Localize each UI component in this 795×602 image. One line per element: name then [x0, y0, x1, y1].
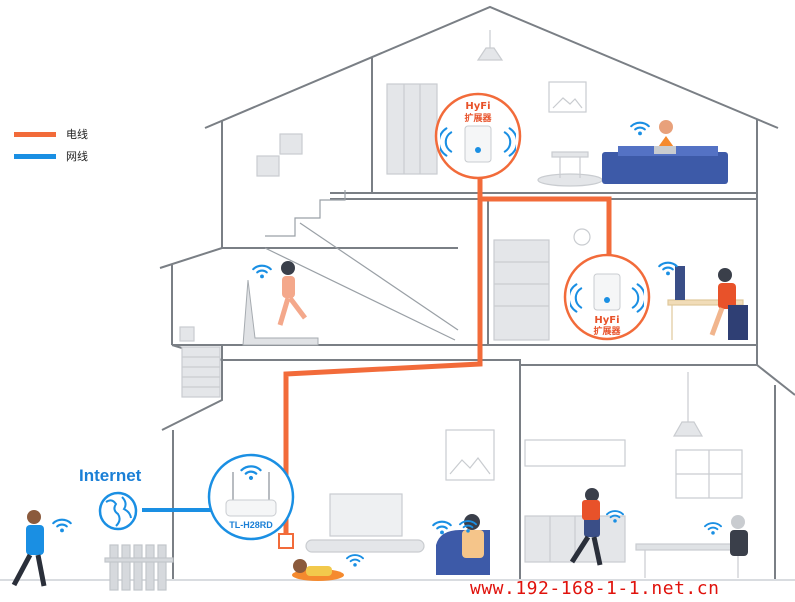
- internet-label: Internet: [79, 466, 141, 486]
- wifi-icon: [253, 266, 271, 279]
- legend-label: 电线: [66, 126, 88, 142]
- wifi-icon: [659, 263, 677, 276]
- watermark: www.192-168-1-1.net.cn: [470, 578, 719, 599]
- wifi-icon: [705, 523, 721, 535]
- legend-item-network-cable: 网线: [14, 145, 88, 167]
- legend-item-power-line: 电线: [14, 123, 88, 145]
- globe-icon: [100, 493, 136, 529]
- power-outlet: [279, 534, 293, 548]
- router: TL-H28RD: [209, 455, 293, 539]
- hyfi-subtitle: 扩展器: [593, 325, 621, 337]
- legend-swatch-power-line: [14, 132, 56, 137]
- legend-swatch-network-cable: [14, 154, 56, 159]
- legend: 电线 网线: [14, 123, 88, 167]
- hyfi-title: HyFi: [594, 315, 619, 326]
- router-label: TL-H28RD: [229, 520, 273, 530]
- wifi-icon: [631, 123, 649, 136]
- power-line: [286, 170, 609, 538]
- furniture: [105, 30, 746, 590]
- hyfi-extender-top: HyFi 扩展器: [436, 94, 520, 178]
- legend-label: 网线: [66, 148, 88, 164]
- hyfi-subtitle: 扩展器: [464, 112, 492, 124]
- hyfi-extender-middle: HyFi 扩展器: [565, 255, 649, 339]
- hyfi-title: HyFi: [465, 101, 490, 112]
- wifi-icon: [347, 555, 363, 567]
- wifi-icon: [53, 520, 71, 533]
